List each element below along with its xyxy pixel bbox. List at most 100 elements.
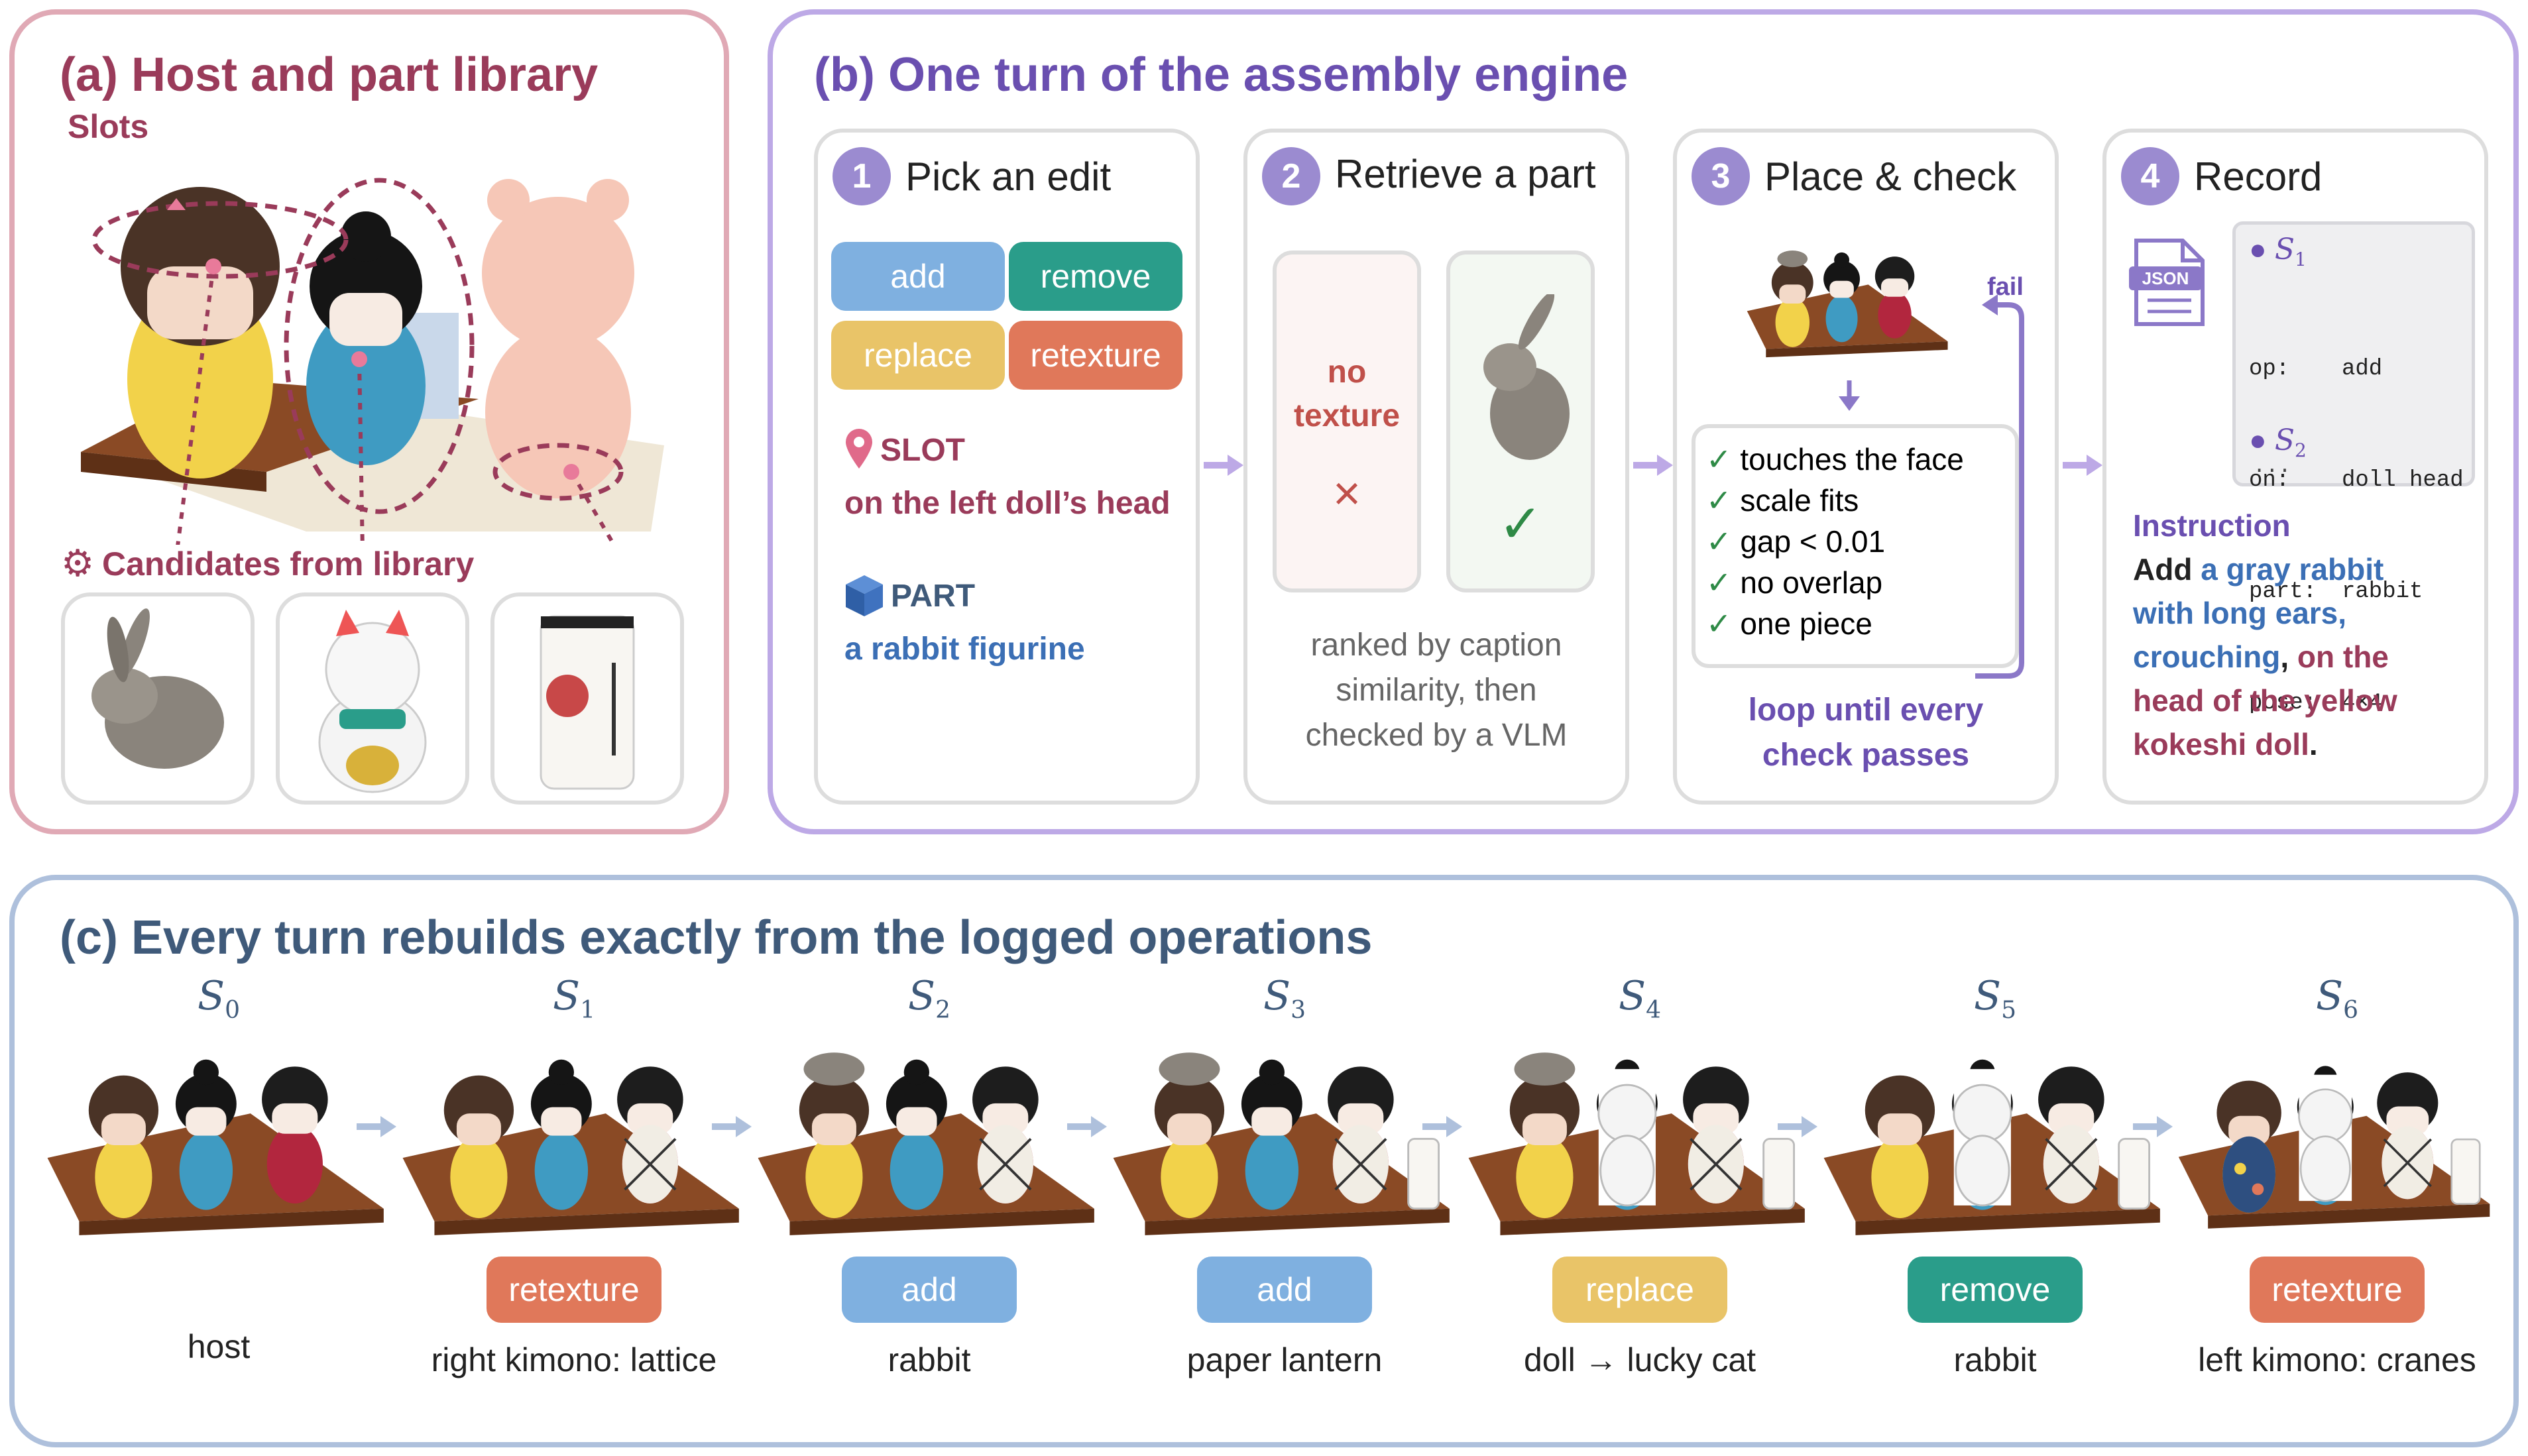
state-desc: rabbit (888, 1341, 971, 1378)
state-s3: S3 add paper lantern (1107, 973, 1462, 1437)
step-3-number: 3 (1692, 147, 1750, 205)
cube-icon (846, 575, 883, 616)
check-icon: ✓ (1706, 565, 1732, 600)
step-record: 4 Record JSON ● S1 op:add on:doll head p… (2102, 129, 2488, 805)
state-s2: S2 add rabbit (752, 973, 1107, 1437)
state-desc: paper lantern (1186, 1341, 1383, 1378)
lucky-cat-icon (318, 610, 427, 793)
check-icon: ✓ (1706, 483, 1732, 518)
candidate-card-rabbit[interactable] (61, 592, 255, 805)
host-scene-illustration (81, 178, 664, 545)
reject-text-no: no (1327, 355, 1367, 390)
check-item-1: ✓ touches the face (1706, 442, 1964, 476)
location-pin-icon (846, 429, 872, 469)
gear-icon: ⚙ (61, 542, 95, 584)
rejected-candidate-card[interactable]: no texture × (1273, 251, 1421, 592)
state-s2-marker: ● S2 (2249, 423, 2307, 461)
check-icon: ✓ (1706, 606, 1732, 641)
arrow-s4-to-s5 (1778, 1116, 1817, 1137)
op-badge-add: add (1197, 1257, 1372, 1323)
operation-log-box: ● S1 op:add on:doll head part:rabbit pos… (2232, 221, 2475, 716)
arrow-s5-to-s6 (2133, 1116, 2173, 1137)
placed-scene-thumbnail (1747, 251, 1948, 358)
slot-value: on the left doll’s head (844, 486, 1171, 521)
state-s1: S1 retexture right kimono: lattice (396, 973, 752, 1437)
scene-thumbnail (1113, 1052, 1450, 1235)
op-badge-retexture: retexture (2250, 1257, 2425, 1323)
accepted-candidate-card[interactable]: ✓ (1446, 251, 1595, 592)
scene-thumbnail (2178, 1066, 2490, 1229)
step-place-and-check: 3 Place & check fail ✓ touches the face … (1673, 129, 2059, 805)
arrow-s3-to-s4 (1422, 1116, 1462, 1137)
scene-thumbnail (1468, 1052, 1805, 1235)
scene-thumbnail (758, 1052, 1094, 1235)
checklist-box: ✓ touches the face ✓ scale fits ✓ gap < … (1692, 424, 2019, 668)
arrow-step2-to-step3 (1633, 455, 1673, 476)
slot-label: SLOT (880, 433, 965, 468)
arrow-step1-to-step2 (1204, 455, 1243, 476)
candidate-card-paper-lantern[interactable] (490, 592, 684, 805)
step-4-number: 4 (2121, 147, 2179, 205)
check-item-2: ✓ scale fits (1706, 483, 1859, 518)
rabbit-icon (1483, 294, 1570, 460)
op-retexture-button[interactable]: retexture (1009, 321, 1182, 390)
step-1-title: Pick an edit (905, 154, 1112, 199)
instruction-text: Add a gray rabbit with long ears, crouch… (2133, 552, 2397, 761)
state-s1-marker: ● S1 (2249, 233, 2307, 270)
json-badge: JSON (2129, 266, 2202, 290)
loop-caption-line-1: loop until every (1748, 693, 1984, 728)
state-s0: S0 host (41, 973, 396, 1437)
arrow-s0-to-s1 (357, 1116, 396, 1137)
retrieval-caption-line-1: ranked by caption (1310, 628, 1562, 663)
scene-thumbnail (47, 1059, 384, 1235)
scene-thumbnail (1823, 1059, 2160, 1235)
check-item-5: ✓ one piece (1706, 606, 1872, 641)
log-field-op: op:add (2249, 357, 2383, 382)
panel-rebuild-sequence: (c) Every turn rebuilds exactly from the… (9, 875, 2519, 1447)
step-retrieve-a-part: 2 Retrieve a part no texture × ✓ ranked … (1243, 129, 1629, 805)
state-desc: left kimono: cranes (2198, 1341, 2476, 1378)
candidate-card-lucky-cat[interactable] (276, 592, 469, 805)
step-2-number: 2 (1262, 147, 1320, 205)
reject-text-texture: texture (1293, 398, 1401, 433)
state-label: S2 (907, 973, 950, 1024)
panel-c-title: (c) Every turn rebuilds exactly from the… (60, 911, 1373, 964)
state-label: S0 (197, 973, 240, 1024)
op-add-button[interactable]: add (831, 242, 1005, 311)
check-item-3: ✓ gap < 0.01 (1706, 524, 1886, 559)
op-remove-button[interactable]: remove (1009, 242, 1182, 311)
panel-host-and-part-library: (a) Host and part library Slots ⚙ (9, 9, 729, 834)
op-replace-button[interactable]: replace (831, 321, 1005, 390)
arrow-step3-to-step4 (2063, 455, 2102, 476)
check-icon: ✓ (1706, 442, 1732, 476)
step-pick-an-edit: 1 Pick an edit add remove replace retext… (814, 129, 1200, 805)
step-2-title: Retrieve a part (1335, 152, 1596, 196)
op-badge-add: add (842, 1257, 1017, 1323)
retrieval-caption-line-2: similarity, then (1336, 673, 1537, 708)
check-item-4: ✓ no overlap (1706, 565, 1883, 600)
state-label: S3 (1263, 973, 1306, 1024)
panel-b-title: (b) One turn of the assembly engine (814, 48, 1629, 101)
loop-caption-line-2: check passes (1762, 738, 1970, 773)
state-s4: S4 replace doll → lucky cat (1462, 973, 1817, 1437)
state-s6: S6 retexture left kimono: cranes (2173, 973, 2501, 1437)
cross-icon: × (1332, 467, 1361, 520)
candidates-label: Candidates from library (102, 545, 475, 583)
state-label: S5 (1973, 973, 2016, 1024)
panel-a-title: (a) Host and part library (60, 48, 599, 101)
rabbit-icon (91, 608, 224, 769)
lantern-icon (540, 615, 635, 790)
arrow-s2-to-s3 (1067, 1116, 1107, 1137)
instruction-label: Instruction (2133, 508, 2291, 543)
state-desc: rabbit (1953, 1341, 2037, 1378)
step-3-title: Place & check (1764, 154, 2017, 199)
fail-loop-arrow (1975, 294, 2024, 679)
step-1-number: 1 (833, 147, 891, 205)
state-desc: doll → lucky cat (1523, 1341, 1756, 1378)
retrieval-caption-line-3: checked by a VLM (1305, 718, 1568, 753)
op-badge-remove: remove (1908, 1257, 2083, 1323)
check-icon: ✓ (1706, 524, 1732, 559)
log-field-part: part:rabbit (2249, 579, 2423, 604)
slots-label: Slots (68, 108, 149, 145)
part-value: a rabbit figurine (844, 632, 1085, 667)
